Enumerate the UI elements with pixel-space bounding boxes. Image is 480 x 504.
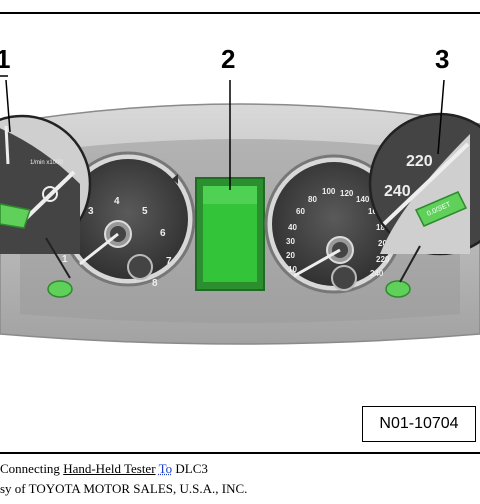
- speed-tick-40: 40: [288, 223, 297, 232]
- tach-tick-1: 1: [62, 254, 68, 265]
- caption-line-1: Connecting Hand-Held Tester To DLC3: [0, 461, 208, 477]
- speed-tick-120: 120: [340, 189, 354, 198]
- callout-3-leader: [437, 79, 445, 155]
- speed-tick-60: 60: [296, 207, 305, 216]
- speed-tick-80: 80: [308, 195, 317, 204]
- right-reset-button: [385, 280, 411, 298]
- callout-1-leader: [5, 79, 11, 133]
- speed-tick-140: 140: [356, 195, 370, 204]
- callout-2: 2: [221, 44, 236, 74]
- zoom-right-tick-240: 240: [384, 183, 411, 200]
- left-arrow-icon: [172, 174, 178, 184]
- speed-tick-240: 240: [370, 269, 384, 278]
- reference-code: N01-10704: [362, 406, 476, 442]
- zoom-left-label: 1/min x1000: [30, 160, 63, 166]
- speed-tick-20: 20: [286, 251, 295, 260]
- tach-tick-4: 4: [114, 196, 120, 207]
- tach-tick-5: 5: [142, 206, 148, 217]
- callout-3: 3: [435, 44, 450, 74]
- tachometer: [60, 151, 196, 287]
- right-zoom-bubble: [368, 112, 480, 283]
- caption-prefix: Connecting: [0, 461, 60, 476]
- speed-tick-220: 220: [376, 255, 390, 264]
- tach-tick-3: 3: [88, 206, 94, 217]
- tach-tick-7: 7: [166, 256, 172, 267]
- speed-tick-100: 100: [322, 187, 336, 196]
- left-zoom-bubble: [0, 114, 92, 279]
- speed-tick-180: 180: [376, 223, 390, 232]
- zoom-right-tick-220: 220: [406, 153, 433, 170]
- tach-tick-8: 8: [152, 278, 158, 289]
- caption-line-2: sy of TOYOTA MOTOR SALES, U.S.A., INC.: [0, 481, 248, 496]
- speed-tick-30: 30: [286, 237, 295, 246]
- caption-link-to[interactable]: To: [158, 461, 173, 476]
- cluster-illustration: 1 3 4 5 6 7 8 10 20 30 40 60: [0, 75, 480, 345]
- speed-tick-10: 10: [288, 265, 297, 274]
- left-trip-button: [47, 280, 73, 298]
- tach-tick-6: 6: [160, 228, 166, 239]
- callout-1: 1: [0, 44, 10, 75]
- caption-suffix: DLC3: [175, 461, 208, 476]
- instrument-cluster-figure: 1 3 4 5 6 7 8 10 20 30 40 60: [0, 12, 480, 454]
- caption-link-tester[interactable]: Hand-Held Tester: [63, 461, 156, 476]
